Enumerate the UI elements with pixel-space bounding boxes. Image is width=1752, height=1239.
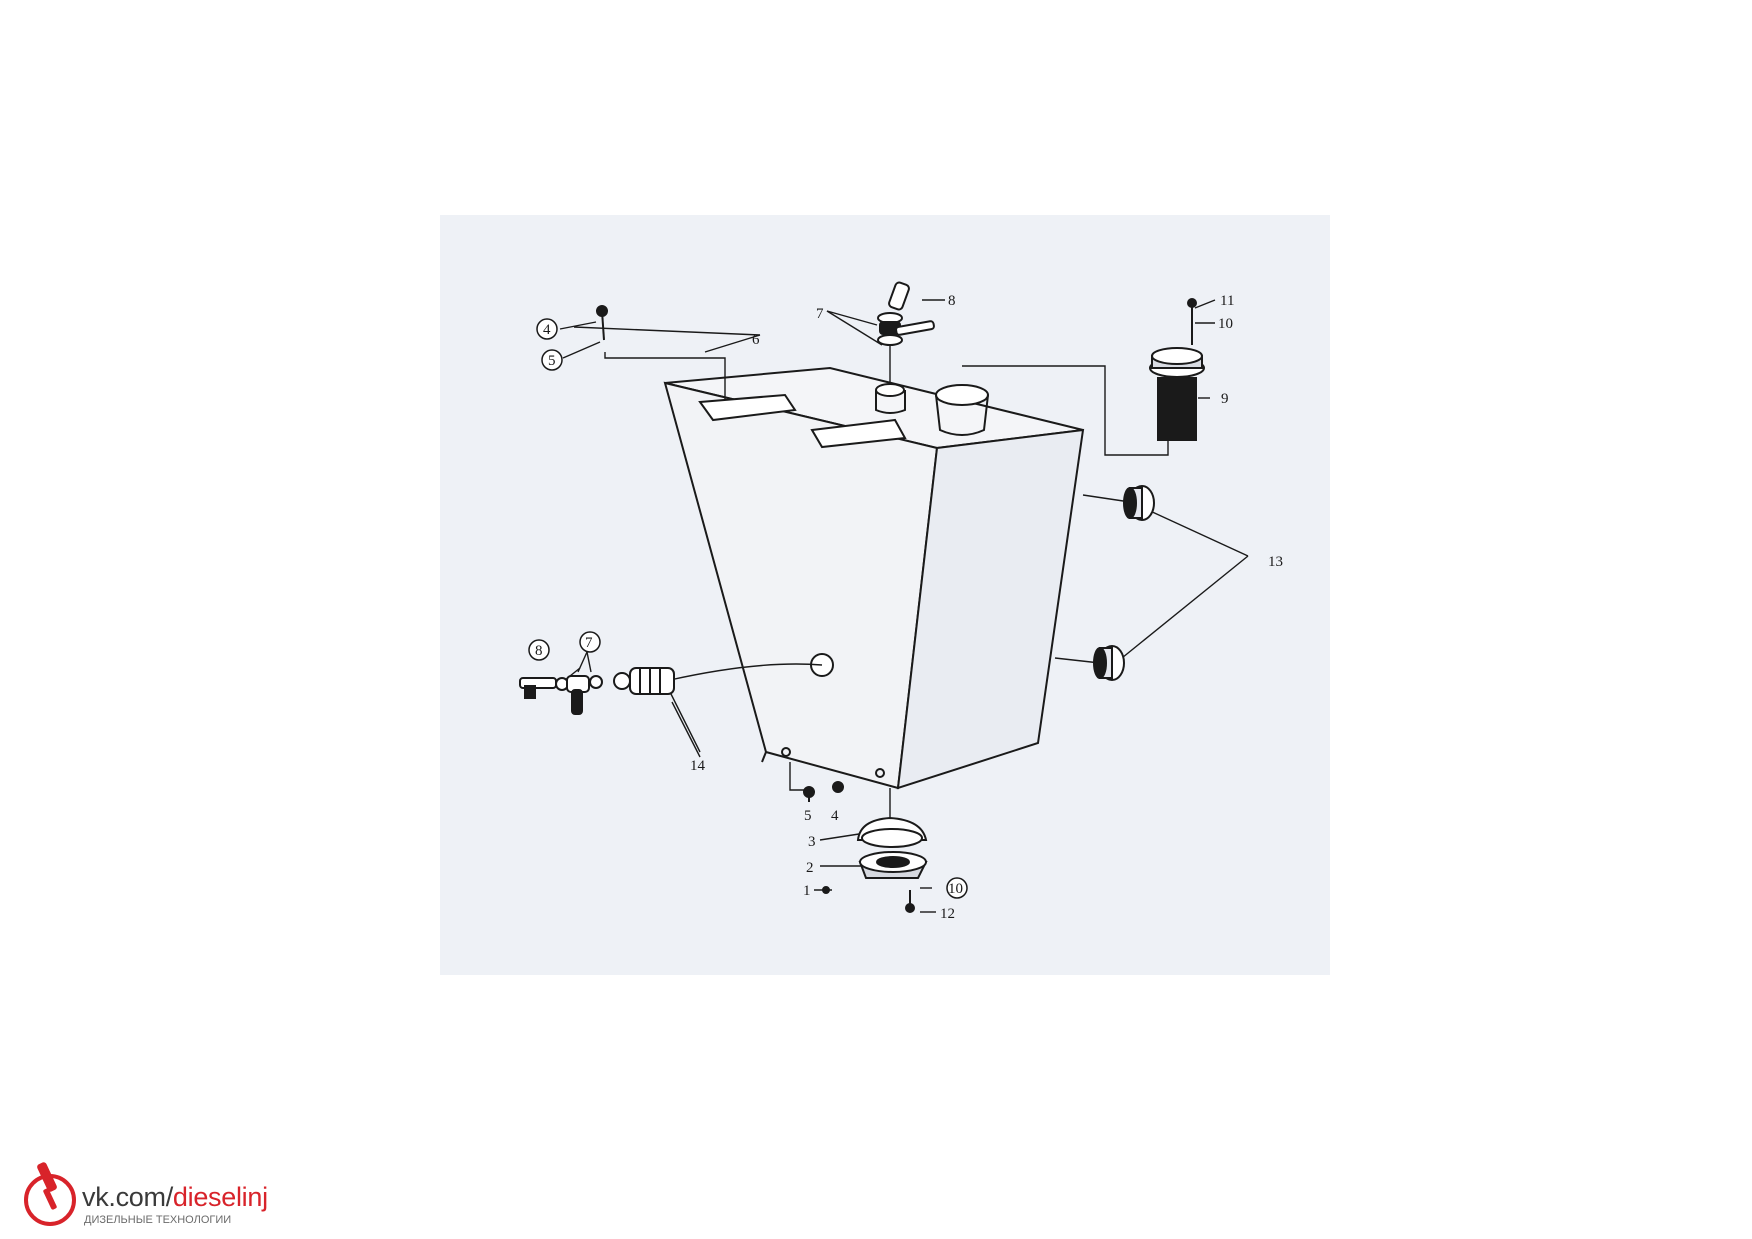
fuel-strainer: [1149, 347, 1205, 441]
callout-9: 9: [1221, 391, 1229, 407]
callout-8-top: 8: [948, 293, 956, 309]
injector-logo-icon: [24, 1162, 76, 1226]
callout-10-top: 10: [1218, 316, 1233, 332]
callout-7-left: 7: [585, 635, 593, 651]
callout-5-top: 5: [548, 353, 556, 369]
callout-5-bottom: 5: [804, 808, 812, 824]
callout-6: 6: [752, 332, 760, 348]
callout-3: 3: [808, 834, 816, 850]
callout-11: 11: [1220, 293, 1234, 309]
callout-12: 12: [940, 906, 955, 922]
callout-14: 14: [690, 758, 706, 774]
callout-8-left: 8: [535, 643, 543, 659]
tank-body: [663, 366, 1085, 790]
top-screws: [596, 305, 608, 341]
callout-2: 2: [806, 860, 814, 876]
drain-valve-assembly: [519, 667, 675, 715]
circled-markers: [528, 318, 968, 899]
footer-url-prefix: vk.com/: [82, 1182, 173, 1212]
footer-url-accent: dieselinj: [172, 1182, 268, 1212]
footer-tagline: ДИЗЕЛЬНЫЕ ТЕХНОЛОГИИ: [84, 1214, 232, 1226]
bottom-screws: [803, 781, 844, 802]
callout-7-top: 7: [816, 306, 824, 322]
top-banjo-fitting: [877, 281, 935, 346]
footer-url[interactable]: vk.com/dieselinj: [82, 1182, 268, 1213]
callout-13: 13: [1268, 554, 1283, 570]
bottom-drain-plate: [822, 816, 928, 913]
footer-brand: vk.com/dieselinj ДИЗЕЛЬНЫЕ ТЕХНОЛОГИИ: [20, 1160, 320, 1230]
callout-4-bottom: 4: [831, 808, 839, 824]
strainer-screws: [1187, 298, 1197, 345]
rubber-pads: [1093, 485, 1155, 681]
leader-lines: [559, 299, 1249, 913]
callout-1: 1: [803, 883, 811, 899]
callout-4-top: 4: [543, 322, 551, 338]
callout-10-bottom: 10: [948, 881, 963, 897]
